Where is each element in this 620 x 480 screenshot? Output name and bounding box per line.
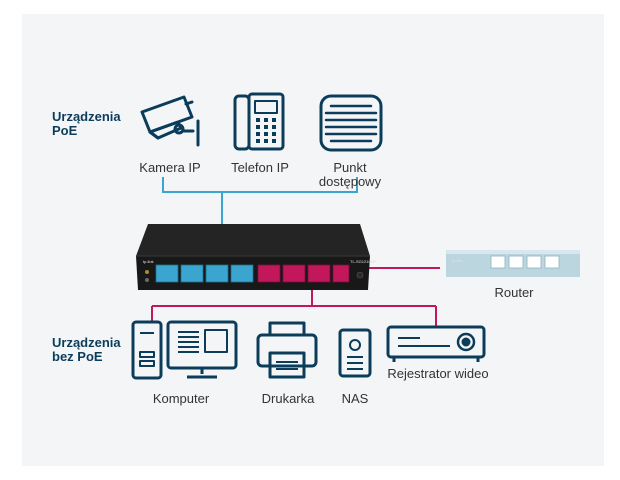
non-poe-group-label: Urządzenia <box>52 335 121 350</box>
computer-label: Komputer <box>153 391 210 406</box>
access-point-icon <box>319 94 383 152</box>
router-icon: tp-link <box>446 250 580 277</box>
router-brand: tp-link <box>452 258 463 263</box>
non-poe-group-label-line2: bez PoE <box>52 349 103 364</box>
poe-group-label: Urządzenia <box>52 109 121 124</box>
camera-label: Kamera IP <box>139 160 200 175</box>
switch-poe-ports <box>155 264 254 283</box>
phone-label: Telefon IP <box>231 160 289 175</box>
printer-icon <box>256 321 318 379</box>
video-recorder-icon <box>386 325 486 362</box>
non-poe-port <box>332 264 350 283</box>
printer-label: Drukarka <box>262 391 316 406</box>
switch-model: TL-SG1210MP <box>350 259 377 264</box>
switch-led <box>145 278 149 282</box>
poe-line-camera <box>162 177 358 193</box>
desktop-computer-icon <box>131 320 238 380</box>
poe-group-label-line2: PoE <box>52 123 78 138</box>
nas-label: NAS <box>342 391 369 406</box>
poe-port <box>180 264 204 283</box>
poe-port <box>205 264 229 283</box>
desk-phone-icon <box>233 92 285 151</box>
ap-label-line2: dostępowy <box>319 174 382 189</box>
non-poe-port <box>307 264 331 283</box>
computer-screen-lines <box>178 331 199 353</box>
poe-port <box>155 264 179 283</box>
switch-brand: tp-link <box>143 259 154 264</box>
power-port <box>356 271 364 279</box>
security-camera-icon <box>140 95 200 147</box>
switch-led <box>145 270 149 274</box>
non-poe-port <box>282 264 306 283</box>
router-label: Router <box>494 285 534 300</box>
poe-port <box>230 264 254 283</box>
nas-icon <box>338 328 372 378</box>
ap-label: Punkt <box>333 160 367 175</box>
nvr-label: Rejestrator wideo <box>387 366 488 381</box>
phone-keypad <box>256 118 276 143</box>
switch-non-poe-ports <box>257 264 350 283</box>
non-poe-port <box>257 264 281 283</box>
